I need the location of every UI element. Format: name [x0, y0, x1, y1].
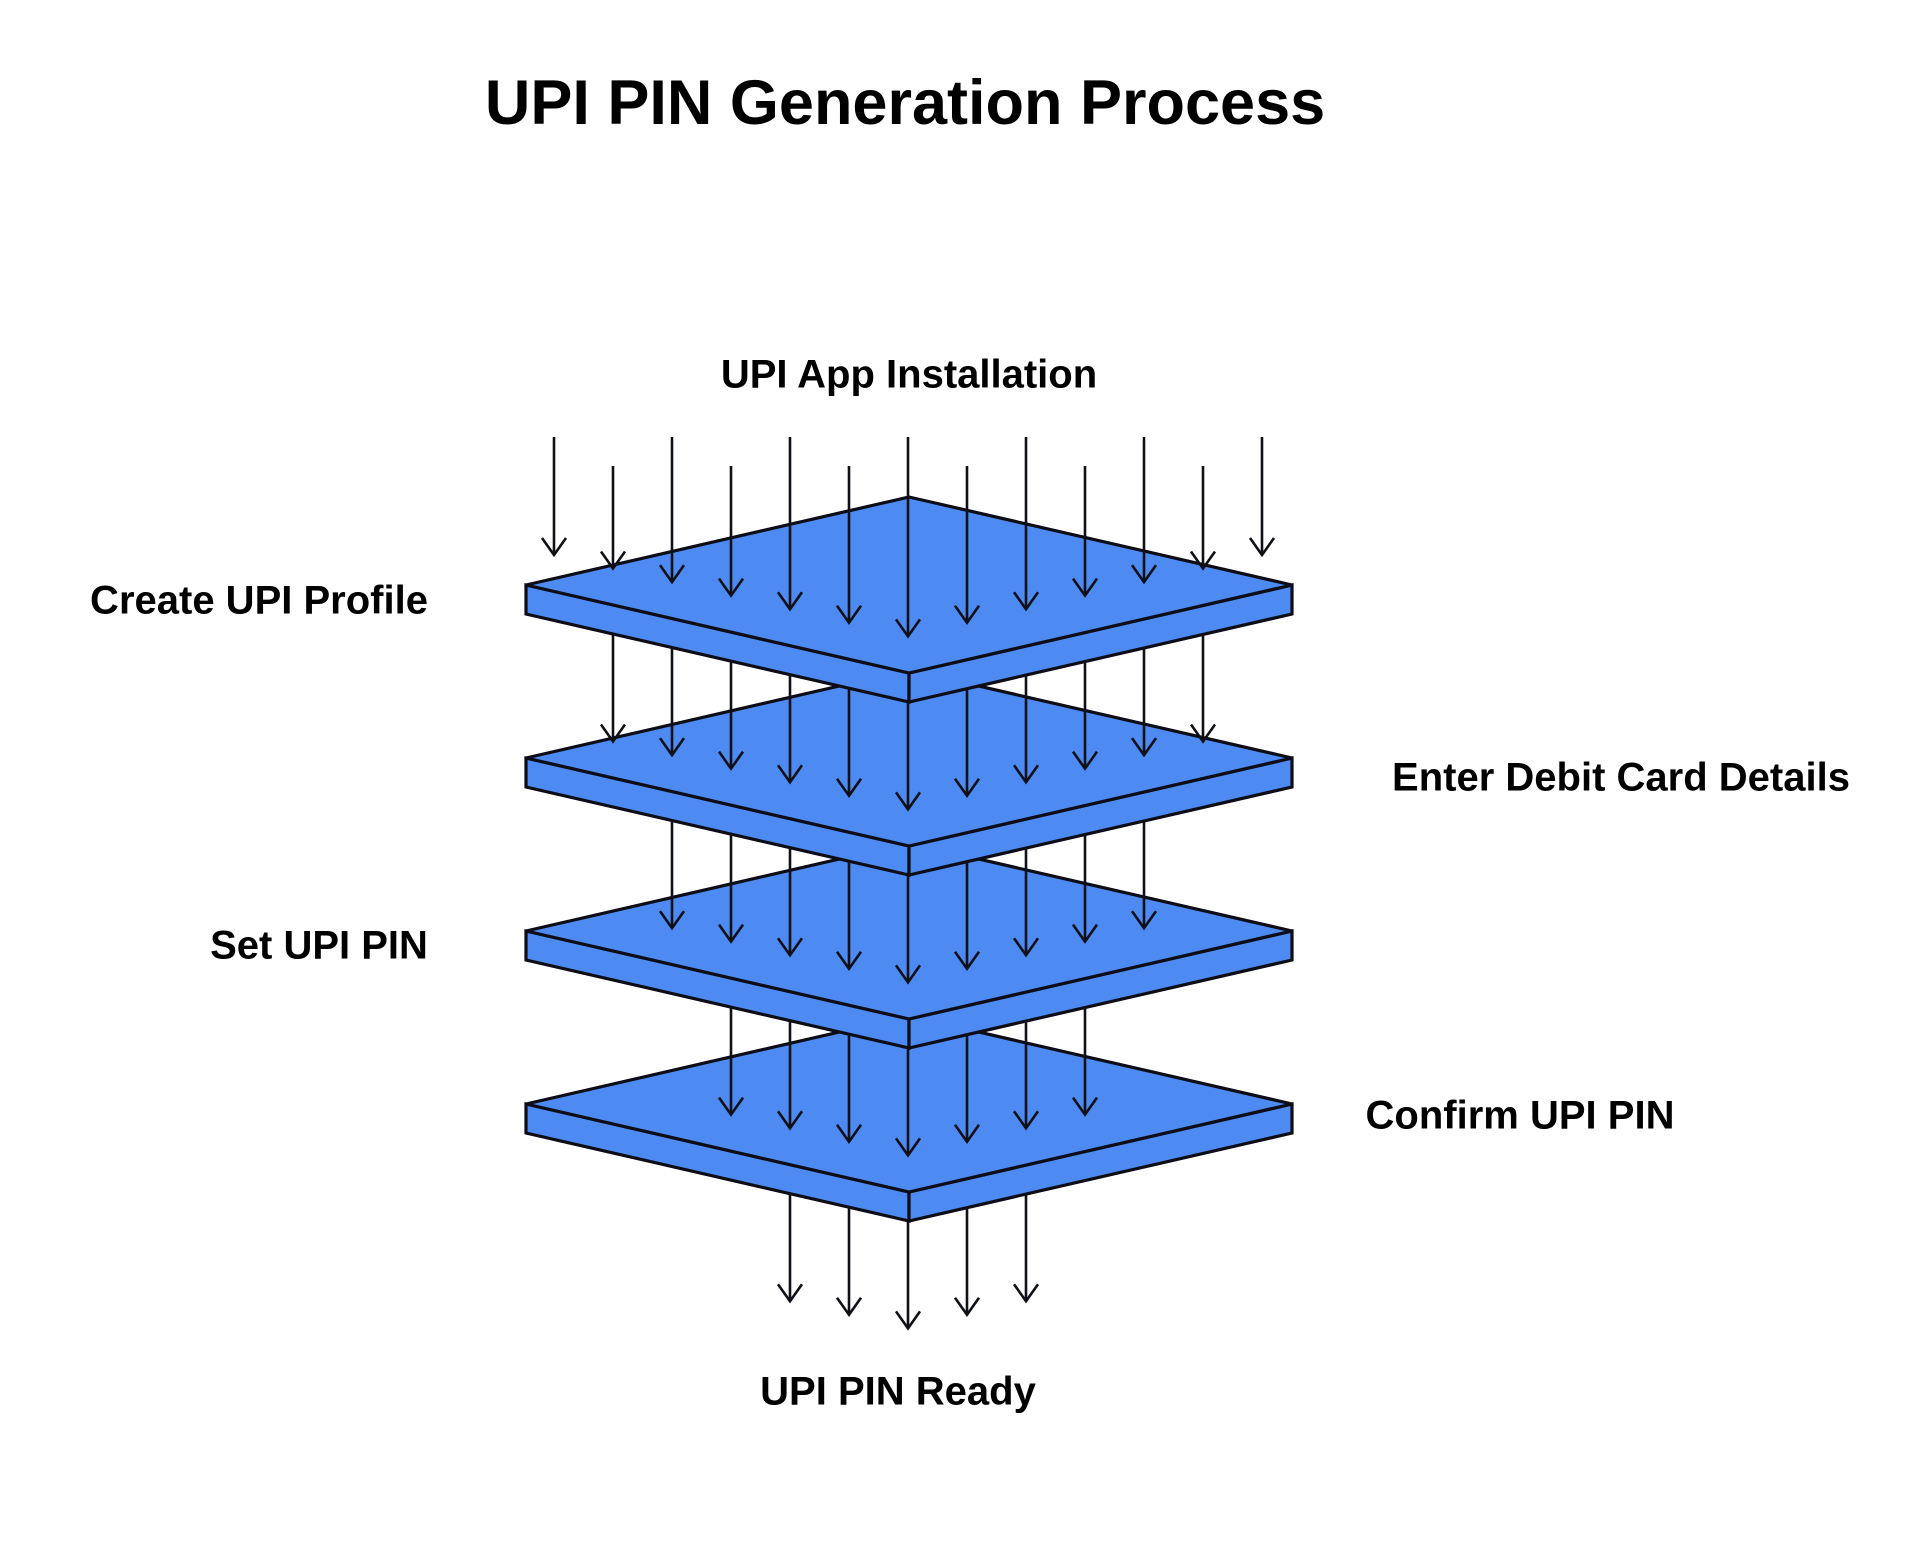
flow-arrow: [953, 688, 981, 799]
flow-arrow: [953, 1034, 981, 1145]
flow-arrow: [658, 437, 686, 585]
flow-arrow: [953, 466, 981, 626]
flow-arrow: [599, 633, 627, 744]
flow-arrow: [1071, 466, 1099, 598]
diagram-title: UPI PIN Generation Process: [484, 68, 1326, 138]
flow-arrow: [717, 834, 745, 944]
flow-arrow: [1012, 1021, 1040, 1131]
flow-arrow: [835, 466, 863, 626]
flow-arrow: [953, 1207, 981, 1318]
flow-arrow: [894, 1047, 922, 1158]
flow-arrow: [835, 1207, 863, 1318]
flow-arrow: [776, 674, 804, 785]
flow-arrow: [1189, 466, 1217, 571]
flow-arrow: [1012, 848, 1040, 958]
flow-arrow: [1012, 1194, 1040, 1304]
layer-4-label: Confirm UPI PIN: [1365, 1093, 1675, 1138]
flow-arrow: [717, 1007, 745, 1117]
layer-3-label: Set UPI PIN: [210, 923, 428, 968]
flow-arrow: [717, 466, 745, 598]
flow-arrow: [717, 661, 745, 771]
flow-arrow: [835, 688, 863, 799]
flow-arrow: [894, 701, 922, 812]
end-step-label: UPI PIN Ready: [760, 1369, 1036, 1414]
flow-arrow: [658, 820, 686, 931]
flow-arrow: [1130, 437, 1158, 585]
flow-arrow: [894, 874, 922, 985]
flow-arrow: [658, 647, 686, 758]
flow-arrow: [835, 861, 863, 972]
flow-arrow: [540, 437, 568, 558]
flow-arrow: [1071, 1007, 1099, 1117]
layer-1-label: Create UPI Profile: [90, 578, 428, 623]
layer-2-label: Enter Debit Card Details: [1392, 755, 1850, 800]
flow-arrow: [776, 1020, 804, 1131]
flow-arrow: [1071, 661, 1099, 771]
flow-arrow: [1012, 437, 1040, 612]
flow-arrow: [1130, 821, 1158, 931]
flow-arrow: [776, 847, 804, 958]
flow-arrow: [599, 466, 627, 571]
flow-arrow: [894, 1220, 922, 1331]
flow-arrow: [1071, 834, 1099, 944]
flow-arrow: [1248, 437, 1276, 558]
flow-arrow: [835, 1034, 863, 1145]
start-step-label: UPI App Installation: [720, 352, 1098, 397]
flow-arrow: [1189, 634, 1217, 744]
flow-arrow: [1130, 648, 1158, 758]
flow-arrow: [894, 437, 922, 639]
flow-arrow: [776, 1193, 804, 1304]
flow-arrow: [1012, 675, 1040, 785]
flow-arrow: [776, 437, 804, 612]
flow-arrow: [953, 861, 981, 972]
